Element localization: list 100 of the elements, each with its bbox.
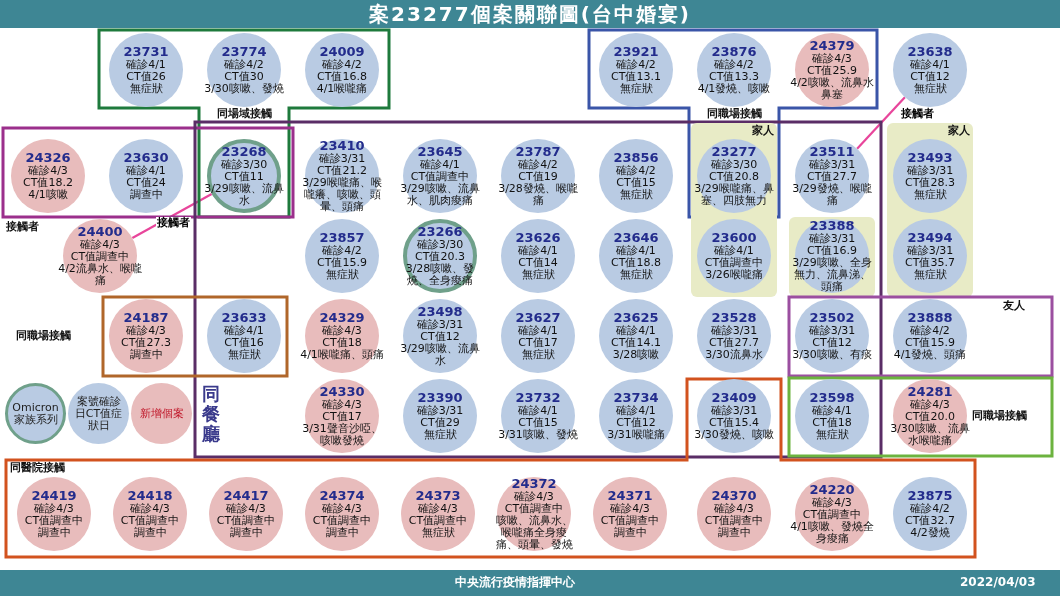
ct-value: CT值18.2 [23, 177, 73, 189]
case-number: 23388 [809, 219, 855, 233]
case-number: 23627 [515, 311, 561, 325]
case-number: 24419 [31, 489, 77, 503]
symptom-text: 4/2流鼻水、喉嚨痛 [57, 263, 143, 287]
symptom-text: 調查中 [128, 349, 164, 361]
diagnosis-date: 確診4/1 [616, 245, 656, 257]
case-number: 23645 [417, 145, 463, 159]
highlight-box [887, 123, 973, 297]
symptom-text: 調查中 [228, 527, 264, 539]
symptom-text: 3/29咳嗽、流鼻水 [399, 343, 481, 367]
diagnosis-date: 確診4/2 [910, 325, 950, 337]
ct-value: CT值15 [518, 417, 558, 429]
diagnosis-date: 確診3/31 [808, 325, 856, 337]
diagnosis-date: 確診4/1 [714, 245, 754, 257]
ct-value: CT值16.9 [807, 245, 857, 257]
symptom-text: 無症狀 [912, 83, 948, 95]
diagnosis-date: 確診4/2 [714, 59, 754, 71]
case-number: 23502 [809, 311, 855, 325]
diagnosis-date: 確診4/1 [910, 59, 950, 71]
title: 案23277個案關聯圖(台中婚宴) [368, 2, 692, 26]
diagnosis-date: 確診4/3 [514, 491, 554, 503]
symptom-text: 3/29發燒、喉嚨痛 [791, 183, 873, 207]
ct-value: CT值28.3 [905, 177, 955, 189]
ct-value: CT值13.3 [709, 71, 759, 83]
legend-text: Omicron 家族系列 [11, 401, 60, 426]
case-number: 23888 [907, 311, 953, 325]
case-number: 23390 [417, 391, 463, 405]
ct-value: CT值18 [322, 337, 362, 349]
ct-value: CT值調查中 [600, 515, 660, 527]
case-number: 24417 [223, 489, 269, 503]
case-number: 23787 [515, 145, 561, 159]
symptom-text: 3/31咳嗽、發燒 [497, 429, 579, 441]
ct-value: CT值調查中 [216, 515, 276, 527]
diagnosis-date: 確診3/31 [808, 159, 856, 171]
legend-text: 新增個案 [138, 407, 185, 420]
symptom-text: 3/29咳嗽、全身無力、流鼻涕、頭痛 [791, 257, 873, 293]
symptom-text: 調查中 [128, 189, 164, 201]
diagnosis-date: 確診3/31 [906, 245, 954, 257]
diagnosis-date: 確診4/2 [910, 503, 950, 515]
symptom-text: 4/1喉嚨痛、頭痛 [299, 349, 385, 361]
symptom-text: 4/1發燒、咳嗽 [696, 83, 772, 95]
diagnosis-date: 確診4/2 [224, 59, 264, 71]
symptom-text: 無症狀 [618, 83, 654, 95]
case-number: 23600 [711, 231, 757, 245]
ct-value: CT值12 [616, 417, 656, 429]
diagnosis-date: 確診4/3 [418, 503, 458, 515]
symptom-text: 3/30咳嗽、發燒 [203, 83, 285, 95]
diagnosis-date: 確診3/30 [220, 159, 268, 171]
group-label: 友人 [1003, 300, 1025, 312]
case-number: 23774 [221, 45, 267, 59]
symptom-text: 4/2發燒 [909, 527, 951, 539]
diagnosis-date: 確診4/2 [616, 165, 656, 177]
diagnosis-date: 確診3/31 [416, 405, 464, 417]
diagnosis-date: 確診3/31 [318, 153, 366, 165]
group-label: 同場域接觸 [217, 108, 272, 120]
group-label: 同醫院接觸 [10, 462, 65, 474]
highlight-box [789, 217, 875, 297]
ct-value: CT值20.0 [905, 411, 955, 423]
ct-value: CT值15.4 [709, 417, 759, 429]
ct-value: CT值12 [420, 331, 460, 343]
ct-value: CT值15.9 [905, 337, 955, 349]
diagnosis-date: 確診3/31 [710, 325, 758, 337]
diagnosis-date: 確診4/1 [518, 325, 558, 337]
case-number: 23528 [711, 311, 757, 325]
case-number: 24370 [711, 489, 757, 503]
case-number: 23498 [417, 305, 463, 319]
case-number: 23856 [613, 151, 659, 165]
symptom-text: 3/29咳嗽、流鼻水 [203, 183, 285, 207]
date-text: 2022/04/03 [960, 575, 1036, 590]
ct-value: CT值調查中 [120, 515, 180, 527]
ct-value: CT值12 [910, 71, 950, 83]
diagnosis-date: 確診4/1 [224, 325, 264, 337]
connector-line [856, 96, 906, 150]
case-number: 24379 [809, 39, 855, 53]
ct-value: CT值調查中 [704, 515, 764, 527]
diagnosis-date: 確診3/31 [416, 319, 464, 331]
diagnosis-date: 確診4/1 [518, 405, 558, 417]
group-label: 家人 [752, 125, 774, 137]
symptom-text: 無症狀 [912, 269, 948, 281]
ct-value: CT值15 [616, 177, 656, 189]
diagnosis-date: 確診4/3 [322, 399, 362, 411]
case-number: 23494 [907, 231, 953, 245]
connector-line [131, 193, 213, 239]
case-number: 23734 [613, 391, 659, 405]
symptom-text: 3/30咳嗽、有痰 [791, 349, 873, 361]
diagnosis-date: 確診3/31 [808, 233, 856, 245]
ct-value: CT值調查中 [504, 503, 564, 515]
symptom-text: 4/1咳嗽 [27, 189, 69, 201]
diagnosis-date: 確診4/1 [812, 405, 852, 417]
ct-value: CT值13.1 [611, 71, 661, 83]
diagnosis-date: 確診4/3 [34, 503, 74, 515]
diagnosis-date: 確診3/30 [710, 159, 758, 171]
group-label: 接觸者 [6, 221, 39, 233]
group-label: 家人 [948, 125, 970, 137]
diagnosis-date: 確診4/1 [126, 59, 166, 71]
group-label: 同職場接觸 [972, 410, 1027, 422]
symptom-text: 調查中 [612, 527, 648, 539]
case-number: 23646 [613, 231, 659, 245]
ct-value: CT值調查中 [410, 171, 470, 183]
